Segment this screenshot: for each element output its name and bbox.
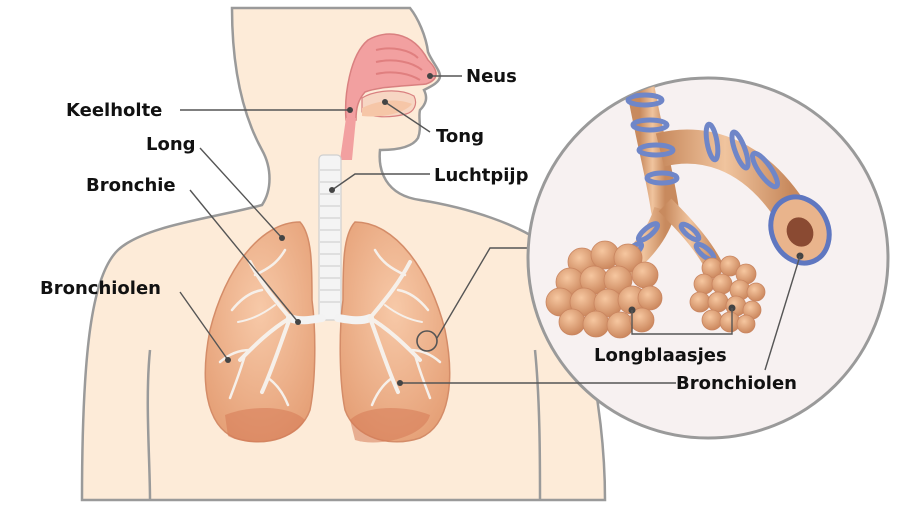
label-long: Long <box>146 134 196 155</box>
left-lung <box>204 221 316 443</box>
alveoli-cluster-left <box>545 240 663 339</box>
leader-lines <box>179 73 676 386</box>
alveoli-cluster-right <box>689 255 766 334</box>
zoom-connector-line <box>436 247 530 339</box>
right-lung <box>339 221 451 443</box>
right-bronchial-tree <box>368 248 442 407</box>
nasal-cavity <box>344 33 437 121</box>
label-bronchiolen-right: Bronchiolen <box>676 373 797 394</box>
label-keelholte: Keelholte <box>66 100 162 121</box>
label-neus: Neus <box>466 66 517 87</box>
main-bronchi <box>286 314 374 325</box>
label-bronchiolen-left: Bronchiolen <box>40 278 161 299</box>
labels: Neus Keelholte Tong Long Luchtpijp Bronc… <box>40 66 797 394</box>
trachea <box>318 154 342 321</box>
label-tong: Tong <box>436 126 484 147</box>
label-luchtpijp: Luchtpijp <box>434 165 529 186</box>
zoom-indicator-circle <box>416 330 438 352</box>
longblaasjes-bracket <box>631 308 733 335</box>
label-longblaasjes: Longblaasjes <box>594 345 727 366</box>
pharynx <box>340 118 356 160</box>
label-bronchie: Bronchie <box>86 175 176 196</box>
zoom-detail-circle <box>526 76 890 440</box>
